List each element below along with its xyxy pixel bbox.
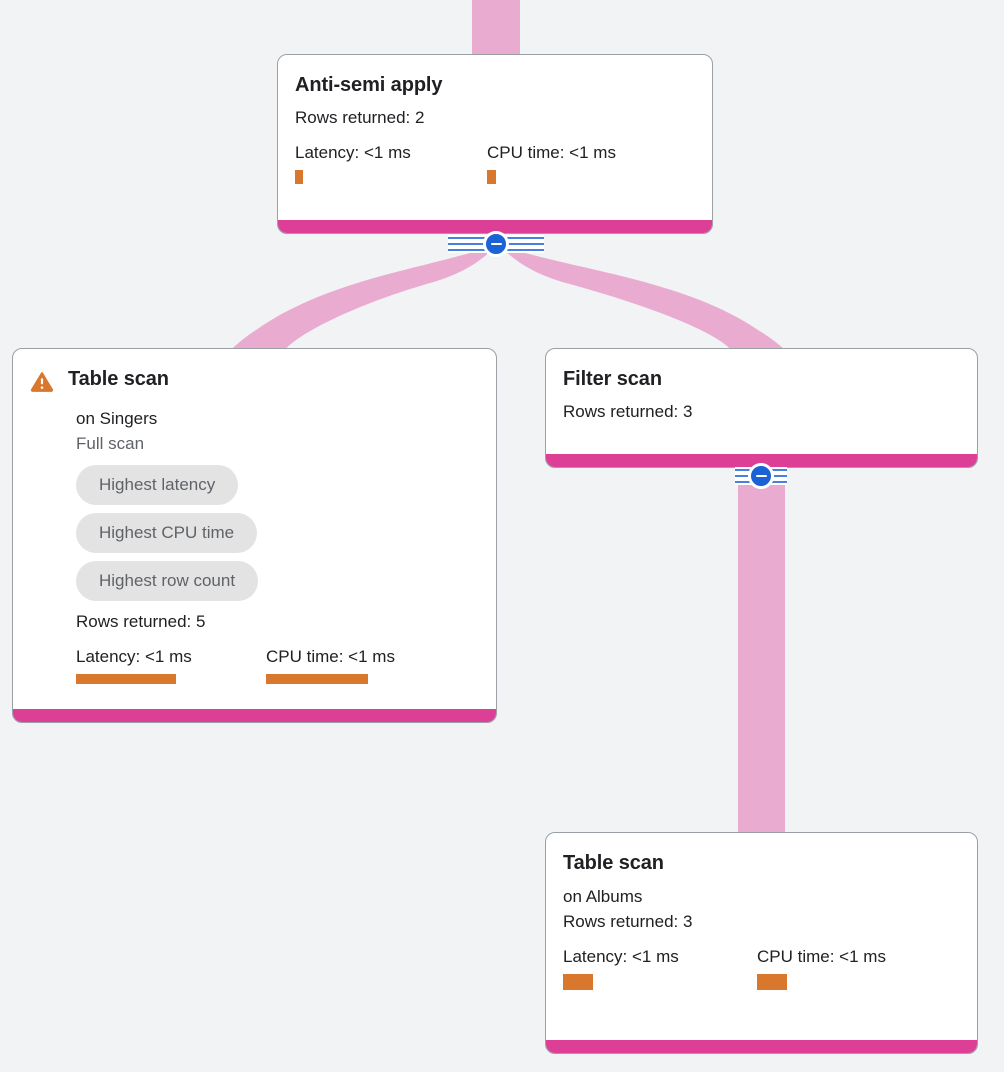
- metric-latency-bar: [76, 674, 176, 684]
- rows-returned-label: Rows returned: 3: [563, 912, 693, 931]
- plan-node-anti-semi-apply[interactable]: Anti-semi apply Rows returned: 2 Latency…: [277, 54, 713, 234]
- node-header: Table scan: [30, 367, 479, 397]
- toggle-filter-scan[interactable]: [748, 463, 774, 489]
- node-content: on Singers Full scan Highest latency Hig…: [30, 406, 479, 684]
- node-footer-bar: [546, 1040, 977, 1053]
- node-footer-bar: [278, 220, 712, 233]
- toggle-anti-semi-apply[interactable]: [483, 231, 509, 257]
- metric-latency-label: Latency: <1 ms: [563, 947, 679, 966]
- node-title: Filter scan: [563, 368, 662, 390]
- node-subtitle: on Albums: [563, 887, 643, 906]
- node-metrics: Latency: <1 ms CPU time: <1 ms: [295, 142, 695, 184]
- metric-cpu-time-bar: [487, 170, 496, 184]
- metric-cpu-time-label: CPU time: <1 ms: [266, 647, 395, 666]
- node-title: Anti-semi apply: [295, 74, 443, 96]
- node-badges: Highest latency Highest CPU time Highest…: [76, 465, 479, 601]
- node-body: Table scan on Albums Rows returned: 3 La…: [546, 833, 977, 1040]
- warning-icon: [30, 371, 54, 397]
- node-metrics: Latency: <1 ms CPU time: <1 ms: [76, 646, 479, 684]
- node-title: Table scan: [563, 852, 664, 874]
- rows-returned-label: Rows returned: 2: [295, 108, 425, 127]
- node-content: Rows returned: 3: [563, 399, 960, 424]
- node-footer-bar: [546, 454, 977, 467]
- plan-node-table-scan-albums[interactable]: Table scan on Albums Rows returned: 3 La…: [545, 832, 978, 1054]
- rows-returned-label: Rows returned: 3: [563, 402, 693, 421]
- rows-returned-label: Rows returned: 5: [76, 612, 206, 631]
- node-content: on Albums Rows returned: 3 Latency: <1 m…: [563, 884, 960, 990]
- badge-highest-row-count[interactable]: Highest row count: [76, 561, 259, 601]
- plan-node-filter-scan[interactable]: Filter scan Rows returned: 3: [545, 348, 978, 468]
- metric-cpu-time: CPU time: <1 ms: [266, 646, 395, 684]
- metric-latency-label: Latency: <1 ms: [76, 647, 192, 666]
- metric-cpu-time-bar: [757, 974, 787, 990]
- node-metrics: Latency: <1 ms CPU time: <1 ms: [563, 946, 960, 990]
- node-body: Filter scan Rows returned: 3: [546, 349, 977, 454]
- metric-latency: Latency: <1 ms: [76, 646, 266, 684]
- metric-latency-label: Latency: <1 ms: [295, 143, 411, 162]
- metric-latency: Latency: <1 ms: [563, 946, 757, 990]
- edge-anti-semi-apply-to-table-scan-singers: [229, 246, 496, 352]
- badge-highest-cpu-time[interactable]: Highest CPU time: [76, 513, 258, 553]
- plan-node-table-scan-singers[interactable]: Table scan on Singers Full scan Highest …: [12, 348, 497, 723]
- node-body: Table scan on Singers Full scan Highest …: [13, 349, 496, 709]
- node-body: Anti-semi apply Rows returned: 2 Latency…: [278, 55, 712, 220]
- node-subtitle: on Singers: [76, 409, 158, 428]
- badge-highest-latency[interactable]: Highest latency: [76, 465, 239, 505]
- metric-cpu-time: CPU time: <1 ms: [487, 142, 616, 184]
- node-content: Rows returned: 2 Latency: <1 ms CPU time…: [295, 105, 695, 184]
- node-header: Anti-semi apply: [295, 73, 695, 97]
- node-detail: Full scan: [76, 434, 145, 453]
- node-title: Table scan: [68, 368, 169, 390]
- edge-parent-to-anti-semi-apply: [472, 0, 520, 54]
- node-header: Filter scan: [563, 367, 960, 391]
- metric-latency: Latency: <1 ms: [295, 142, 487, 184]
- metric-cpu-time-label: CPU time: <1 ms: [757, 947, 886, 966]
- metric-cpu-time-label: CPU time: <1 ms: [487, 143, 616, 162]
- edge-anti-semi-apply-to-filter-scan: [500, 246, 787, 352]
- metric-cpu-time-bar: [266, 674, 368, 684]
- edge-filter-scan-to-table-scan-albums: [738, 468, 785, 838]
- node-footer-bar: [13, 709, 496, 722]
- node-header: Table scan: [563, 851, 960, 875]
- metric-latency-bar: [295, 170, 303, 184]
- metric-cpu-time: CPU time: <1 ms: [757, 946, 886, 990]
- metric-latency-bar: [563, 974, 593, 990]
